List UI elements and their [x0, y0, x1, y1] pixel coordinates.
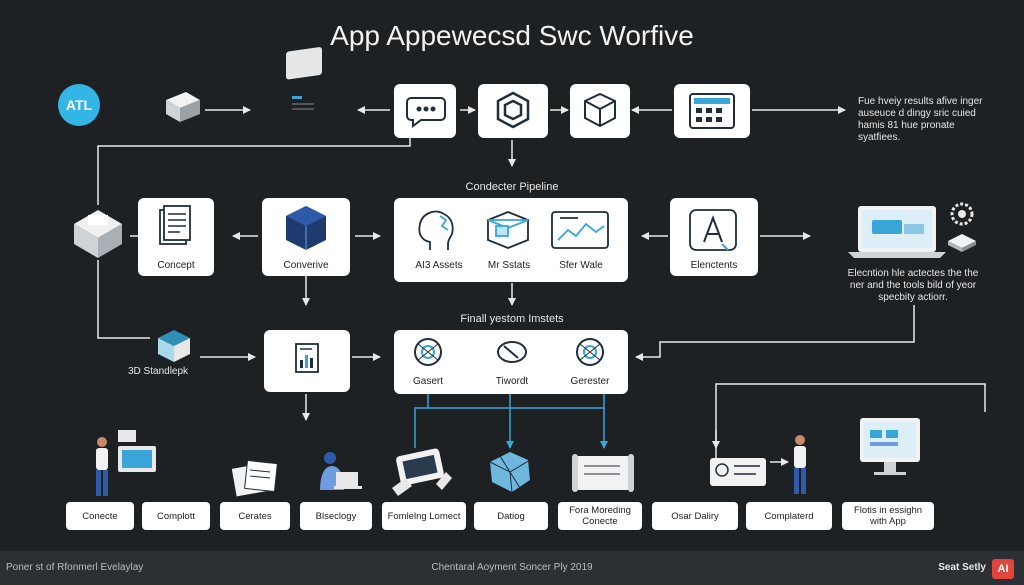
scroll-illustration: [572, 454, 634, 492]
bottom-label-complaterd[interactable]: Complaterd: [746, 502, 832, 530]
top-row-connectors: [97, 106, 846, 339]
person-standing-illustration: [770, 435, 806, 494]
gear-icon: [950, 202, 974, 226]
laptop-icon: [848, 206, 946, 258]
gasert-icon: [414, 338, 442, 366]
gerester-caption: Gerester: [570, 376, 610, 387]
footer-center-text: Chentaral Aoyment Soncer Ply 2019: [431, 562, 593, 573]
calculator-icon: [689, 93, 735, 129]
gasert-caption: Gasert: [412, 376, 443, 387]
papers-illustration: [231, 459, 278, 497]
bottom-label-osar-daliry[interactable]: Osar Daliry: [652, 502, 738, 530]
tiwordt-icon: [497, 341, 527, 363]
dark-cube-icon: [286, 206, 326, 250]
final-row-connectors: [200, 305, 986, 470]
bottom-label-cerates[interactable]: Cerates: [220, 502, 290, 530]
blue-connectors: [414, 394, 608, 449]
converive-caption: Converive: [283, 260, 329, 271]
building-icon: [74, 210, 122, 258]
person-monitor-illustration: [96, 430, 156, 496]
bottom-label-fora-moreding[interactable]: Fora Moreding Conecte: [558, 502, 642, 530]
hexagon-icon: [496, 91, 530, 129]
bottom-label-flotis[interactable]: Flotis in essighn with App: [842, 502, 934, 530]
top-note: Fue hveiy results afive inger auseuce d …: [858, 96, 983, 143]
assets-box[interactable]: [394, 198, 628, 282]
tiwordt-caption: Tiwordt: [495, 376, 529, 387]
cube-icon: [584, 92, 616, 128]
id-card-illustration: [710, 458, 766, 486]
ai-head-icon: [418, 210, 454, 250]
package-icon: [166, 92, 200, 122]
box-model-icon: [487, 211, 529, 249]
chart-document-icon: [295, 343, 319, 373]
document-icon: [159, 205, 191, 245]
wave-chart-icon: [551, 211, 609, 249]
standlepk-label: 3D Standlepk: [128, 366, 189, 377]
footer-bar: Poner st of Rfonmerl Evelaylay Chentaral…: [0, 551, 1024, 585]
pipeline-label: Condecter Pipeline: [465, 181, 559, 193]
footer-brand-text: Seat Setly: [938, 562, 986, 573]
bottom-label-complott[interactable]: Complott: [142, 502, 210, 530]
mr-sstats-caption: Mr Sstats: [487, 260, 531, 271]
bottom-label-conecte[interactable]: Conecte: [66, 502, 134, 530]
bottom-label-datiog[interactable]: Datiog: [474, 502, 548, 530]
cube-3d-icon: [158, 330, 190, 362]
monitor-illustration: [860, 418, 920, 475]
right-note: Elecntion hle actectes the the ner and t…: [847, 268, 979, 303]
bottom-label-fomlelng-lomect[interactable]: Fomlelng Lomect: [382, 502, 466, 530]
final-label: Finall yestom Imstets: [460, 313, 564, 325]
elenctents-caption: Elenctents: [690, 260, 738, 271]
hexagon-box[interactable]: [478, 84, 548, 138]
bottom-label-blseclogy[interactable]: Blseclogy: [300, 502, 372, 530]
ai-logo: AI: [992, 559, 1014, 579]
ai3-assets-caption: AI3 Assets: [415, 260, 463, 271]
crystal-illustration: [489, 452, 531, 493]
footer-left-text: Poner st of Rfonmerl Evelaylay: [6, 562, 144, 573]
page-title: App Appewecsd Swc Worfive: [330, 20, 694, 51]
person-desk-illustration: [320, 452, 362, 490]
atl-badge[interactable]: ATL: [58, 84, 100, 126]
sfer-wale-caption: Sfer Wale: [559, 260, 603, 271]
gerester-icon: [576, 338, 604, 366]
concept-caption: Concept: [157, 260, 195, 271]
document-stack-icon: [286, 47, 322, 110]
chat-bubble-icon: [406, 97, 446, 128]
letter-a-icon: [689, 209, 737, 251]
chip-icon: [948, 234, 976, 252]
tablet-hands-illustration: [392, 448, 452, 496]
